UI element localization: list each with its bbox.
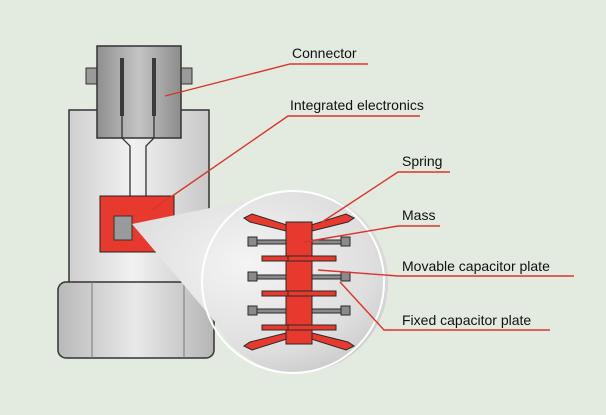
- leader-connector: [164, 63, 368, 97]
- leader-movable-plate: [317, 269, 574, 277]
- internal-wiring: [121, 116, 155, 196]
- label-mass: Mass: [402, 207, 435, 223]
- label-spring: Spring: [402, 153, 442, 169]
- hex-base: [57, 281, 215, 359]
- leader-lines: [151, 63, 574, 331]
- label-fixed-capacitor-plate: Fixed capacitor plate: [402, 312, 531, 328]
- label-integrated-electronics: Integrated electronics: [290, 97, 424, 113]
- leader-mass: [303, 225, 440, 243]
- connector-body: [85, 45, 193, 139]
- magnifier-outline: [201, 190, 385, 374]
- leader-spring: [321, 171, 450, 223]
- sensor-element: [113, 215, 133, 241]
- leader-electronics: [151, 115, 420, 211]
- label-movable-capacitor-plate: Movable capacitor plate: [402, 258, 550, 274]
- label-connector: Connector: [292, 45, 357, 61]
- proof-mass: [243, 213, 355, 351]
- leader-fixed-plate: [339, 281, 550, 331]
